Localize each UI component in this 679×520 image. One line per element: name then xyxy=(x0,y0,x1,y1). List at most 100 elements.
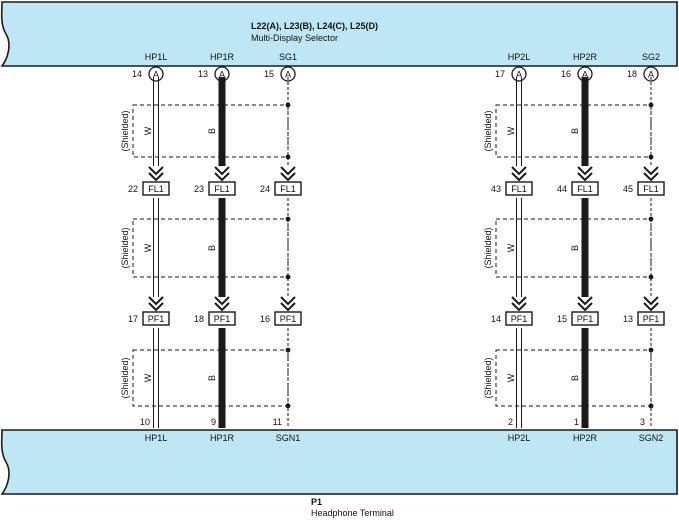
wire-color-label-w: W xyxy=(143,243,153,252)
wire-color-label-b: B xyxy=(207,245,217,251)
multi-display-selector-box xyxy=(0,1,678,67)
connector-box-fl xyxy=(274,181,302,196)
pin-name-top-hp1l: HP1L xyxy=(145,52,168,62)
connector-box-pf xyxy=(637,311,665,326)
shielded-label: (Shielded) xyxy=(120,357,130,398)
pin-name-bottom-hp2l: HP2L xyxy=(508,433,531,443)
wire-color-label-b: B xyxy=(207,375,217,381)
shield-box xyxy=(495,104,652,158)
connector-chevron xyxy=(148,166,164,176)
connector-box-fl xyxy=(208,181,236,196)
connector-pin-number-fl: 24 xyxy=(260,184,270,194)
connector-pin-number-fl: 43 xyxy=(491,184,501,194)
connector-pin-number-fl: 23 xyxy=(194,184,204,194)
shield-junction-dot xyxy=(648,403,654,409)
pin-name-bottom-hp1r: HP1R xyxy=(210,433,235,443)
connector-box-label-pf: PF1 xyxy=(643,314,660,324)
connector-box-label-fl: FL1 xyxy=(511,184,527,194)
pin-name-top-hp2l: HP2L xyxy=(508,52,531,62)
connector-a-label: A xyxy=(219,70,225,80)
connector-a-label: A xyxy=(153,70,159,80)
connector-pin-number-fl: 45 xyxy=(623,184,633,194)
bottom-component-code: P1 xyxy=(311,497,322,507)
top-component-name: Multi-Display Selector xyxy=(251,33,338,43)
pin-name-bottom-sgn2: SGN2 xyxy=(639,433,664,443)
connector-chevron xyxy=(280,296,296,306)
connector-box-pf xyxy=(208,311,236,326)
connector-a-label: A xyxy=(582,70,588,80)
connector-box-label-fl: FL1 xyxy=(148,184,164,194)
shield-junction-dot xyxy=(648,347,654,353)
connector-chevron xyxy=(577,166,593,176)
connector-a-label: A xyxy=(516,70,522,80)
shielded-label: (Shielded) xyxy=(483,357,493,398)
connector-box-pf xyxy=(505,311,533,326)
shield-junction-dot xyxy=(285,102,291,108)
pin-name-bottom-sgn1: SGN1 xyxy=(276,433,301,443)
bottom-component-name: Headphone Terminal xyxy=(311,508,394,518)
connector-chevron xyxy=(280,172,296,182)
shield-junction-dot xyxy=(285,216,291,222)
pin-number-top: 16 xyxy=(561,69,571,79)
pin-number-bottom: 1 xyxy=(574,417,579,427)
connector-pin-number-fl: 22 xyxy=(128,184,138,194)
connector-box-pf xyxy=(571,311,599,326)
pin-number-top: 17 xyxy=(495,69,505,79)
shielded-label: (Shielded) xyxy=(120,110,130,151)
pin-number-top: 13 xyxy=(198,69,208,79)
connector-chevron xyxy=(577,296,593,306)
wire-color-label-w: W xyxy=(143,373,153,382)
pin-number-top: 14 xyxy=(132,69,142,79)
pin-number-bottom: 11 xyxy=(273,417,282,427)
connector-box-label-fl: FL1 xyxy=(214,184,230,194)
shield-junction-dot xyxy=(648,274,654,280)
wire-color-label-b: B xyxy=(570,245,580,251)
connector-pin-number-pf: 18 xyxy=(194,314,204,324)
shield-box xyxy=(132,218,289,278)
connector-box-label-fl: FL1 xyxy=(577,184,593,194)
pin-number-top: 18 xyxy=(627,69,637,79)
wire-color-label-b: B xyxy=(570,375,580,381)
connector-chevron xyxy=(280,166,296,176)
wire-color-label-w: W xyxy=(143,126,153,135)
connector-box-label-fl: FL1 xyxy=(280,184,296,194)
pin-number-top: 15 xyxy=(264,69,274,79)
connector-chevron xyxy=(148,296,164,306)
pin-number-bottom: 10 xyxy=(140,417,150,427)
connector-box-label-pf: PF1 xyxy=(577,314,594,324)
connector-chevron xyxy=(643,172,659,182)
shield-box xyxy=(132,349,289,407)
connector-chevron xyxy=(148,302,164,312)
connector-pin-number-fl: 44 xyxy=(557,184,567,194)
connector-pin-number-pf: 17 xyxy=(128,314,138,324)
connector-box-label-fl: FL1 xyxy=(643,184,659,194)
shield-junction-dot xyxy=(285,403,291,409)
wire-color-label-w: W xyxy=(506,373,516,382)
pin-name-top-hp1r: HP1R xyxy=(210,52,235,62)
pin-name-top-hp2r: HP2R xyxy=(573,52,598,62)
pin-number-bottom: 2 xyxy=(508,417,513,427)
connector-chevron xyxy=(214,166,230,176)
pin-name-bottom-hp2r: HP2R xyxy=(573,433,598,443)
connector-chevron xyxy=(280,302,296,312)
connector-box-pf xyxy=(142,311,170,326)
wire-color-label-w: W xyxy=(506,243,516,252)
connector-a-circle xyxy=(148,66,164,82)
connector-chevron xyxy=(214,296,230,306)
headphone-terminal-box xyxy=(0,429,678,495)
connector-box-label-pf: PF1 xyxy=(280,314,297,324)
connector-box-label-pf: PF1 xyxy=(511,314,528,324)
connector-chevron xyxy=(643,166,659,176)
pin-name-bottom-hp1l: HP1L xyxy=(145,433,168,443)
shielded-label: (Shielded) xyxy=(120,227,130,268)
top-component-codes: L22(A), L23(B), L24(C), L25(D) xyxy=(251,21,378,31)
connector-chevron xyxy=(511,296,527,306)
pin-number-bottom: 3 xyxy=(640,417,645,427)
shield-junction-dot xyxy=(285,347,291,353)
connector-a-circle xyxy=(643,66,659,82)
wire-color-label-w: W xyxy=(506,126,516,135)
connector-pin-number-pf: 14 xyxy=(491,314,501,324)
connector-chevron xyxy=(511,302,527,312)
shielded-label: (Shielded) xyxy=(483,227,493,268)
